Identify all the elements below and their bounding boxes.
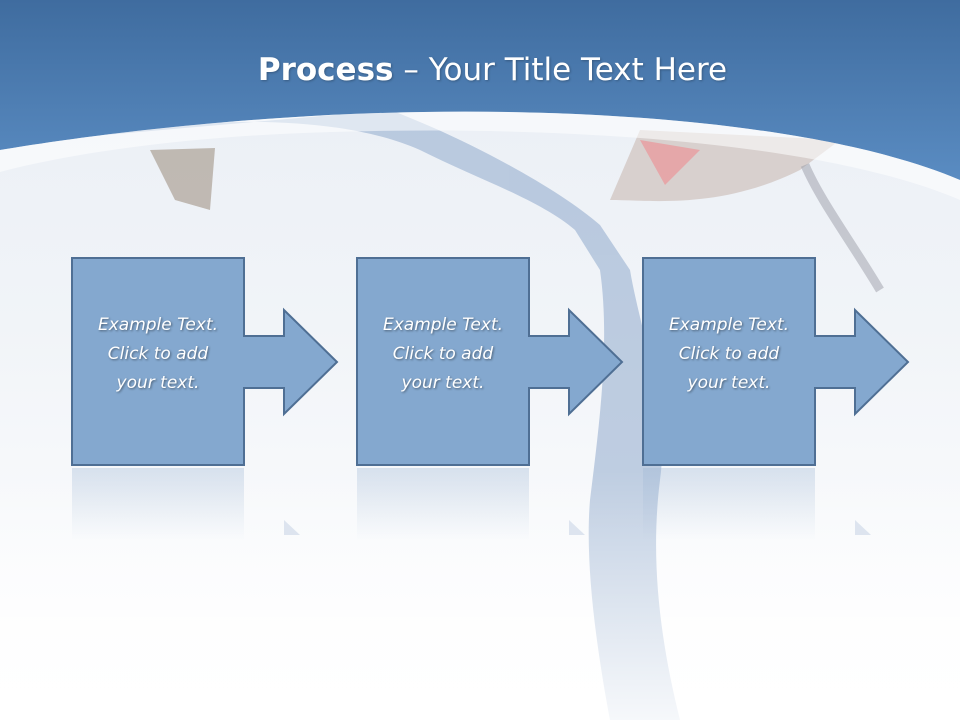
step-text-line: Example Text. <box>382 315 504 335</box>
step-text-line: Example Text. <box>668 315 790 335</box>
slide-title: Process – Your Title Text Here <box>0 52 960 88</box>
step-text-line: your text. <box>401 373 485 393</box>
step-text-line: Click to add <box>392 344 494 364</box>
process-step-1-shape[interactable] <box>71 257 339 540</box>
title-rest: – Your Title Text Here <box>393 52 728 88</box>
process-step-3-shape[interactable] <box>642 257 910 540</box>
process-step-3-text[interactable]: Example Text. Click to add your text. <box>643 311 815 398</box>
step-text-line: Example Text. <box>97 315 219 335</box>
process-step-1-text[interactable]: Example Text. Click to add your text. <box>72 311 244 398</box>
step-text-line: your text. <box>687 373 771 393</box>
title-bold: Process <box>257 52 394 88</box>
step-text-line: Click to add <box>678 344 780 364</box>
step-text-line: Click to add <box>107 344 209 364</box>
step-text-line: your text. <box>116 373 200 393</box>
process-step-2-shape[interactable] <box>356 257 624 540</box>
process-step-2-text[interactable]: Example Text. Click to add your text. <box>357 311 529 398</box>
